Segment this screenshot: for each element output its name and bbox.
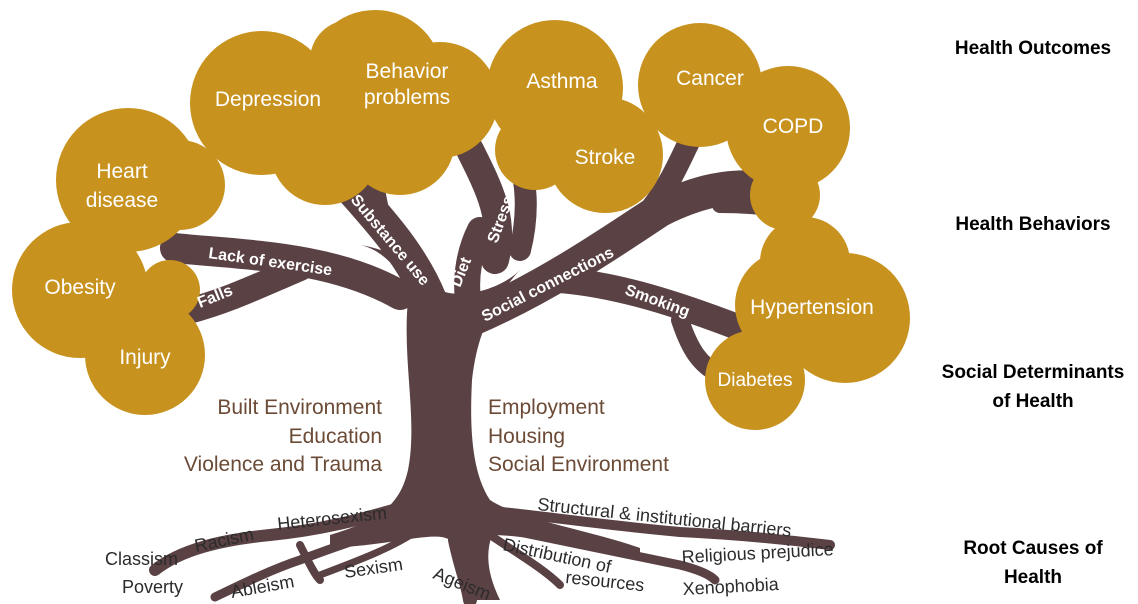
level-labels: Health Outcomes Health Behaviors Social … xyxy=(942,38,1125,588)
root-sexism: Sexism xyxy=(343,554,404,582)
root-distribution-line2: resources xyxy=(565,567,646,595)
outcome-labels: Depression Behavior problems Asthma Stro… xyxy=(44,60,873,391)
tree-roots xyxy=(149,499,835,604)
root-poverty: Poverty xyxy=(122,577,183,597)
outcome-behavior-problems-line1: Behavior xyxy=(366,60,449,83)
outcome-cancer: Cancer xyxy=(676,67,744,90)
root-left-3 xyxy=(316,521,429,579)
sdoh-social-environment: Social Environment xyxy=(488,453,669,476)
sdoh-education: Education xyxy=(289,425,382,448)
level-health-outcomes: Health Outcomes xyxy=(955,38,1111,59)
outcome-obesity: Obesity xyxy=(44,276,116,299)
outcome-asthma: Asthma xyxy=(526,70,598,93)
leaf-cluster-hypertension-diabetes xyxy=(705,217,910,430)
sdoh-employment: Employment xyxy=(488,396,605,419)
root-xenophobia: Xenophobia xyxy=(682,574,780,599)
root-religious-prejudice: Religious prejudice xyxy=(681,539,834,567)
outcome-hypertension: Hypertension xyxy=(750,296,874,319)
level-sdoh-line1: Social Determinants xyxy=(942,362,1125,383)
root-racism: Racism xyxy=(193,524,256,556)
branch-lack-of-exercise xyxy=(160,233,415,310)
sdoh-housing: Housing xyxy=(488,425,565,448)
level-sdoh-line2: of Health xyxy=(992,391,1073,412)
root-right-3 xyxy=(486,531,564,589)
outcome-injury: Injury xyxy=(119,346,171,369)
social-determinants-right: Employment Housing Social Environment xyxy=(488,396,669,476)
level-root-causes-line1: Root Causes of xyxy=(963,538,1103,559)
level-health-behaviors: Health Behaviors xyxy=(955,214,1110,235)
root-right-2 xyxy=(480,520,720,585)
outcome-heart-disease-line2: disease xyxy=(86,189,158,212)
outcome-behavior-problems-line2: problems xyxy=(364,86,450,109)
root-center xyxy=(448,533,477,604)
root-right-1 xyxy=(475,505,835,550)
root-left-4 xyxy=(296,541,324,584)
level-root-causes-line2: Health xyxy=(1004,567,1062,588)
outcome-copd: COPD xyxy=(763,115,824,138)
branch-smoking xyxy=(547,267,753,341)
root-left-2 xyxy=(210,515,425,602)
sdoh-built-environment: Built Environment xyxy=(217,396,382,419)
root-ableism: Ableism xyxy=(229,571,296,602)
branch-copd-twig xyxy=(639,129,701,221)
outcome-depression: Depression xyxy=(215,88,321,111)
outcome-stroke: Stroke xyxy=(575,146,636,169)
outcome-diabetes: Diabetes xyxy=(718,370,793,391)
branch-stress xyxy=(456,136,513,274)
root-classism: Classism xyxy=(105,549,178,569)
leaf-clusters xyxy=(12,10,910,430)
branch-falls xyxy=(172,255,313,325)
sdoh-violence-trauma: Violence and Trauma xyxy=(184,453,382,476)
social-determinants-left: Built Environment Education Violence and… xyxy=(184,396,382,476)
branch-diet xyxy=(454,217,493,313)
leaf-cluster-depression-behavior xyxy=(190,10,498,205)
root-left-1 xyxy=(149,499,416,576)
outcome-heart-disease-line1: Heart xyxy=(96,160,148,183)
leaf-cluster-asthma-stroke xyxy=(487,20,663,213)
leaf-cluster-heart-obesity-injury xyxy=(12,108,225,415)
leaf-cluster-cancer-copd xyxy=(638,23,850,230)
